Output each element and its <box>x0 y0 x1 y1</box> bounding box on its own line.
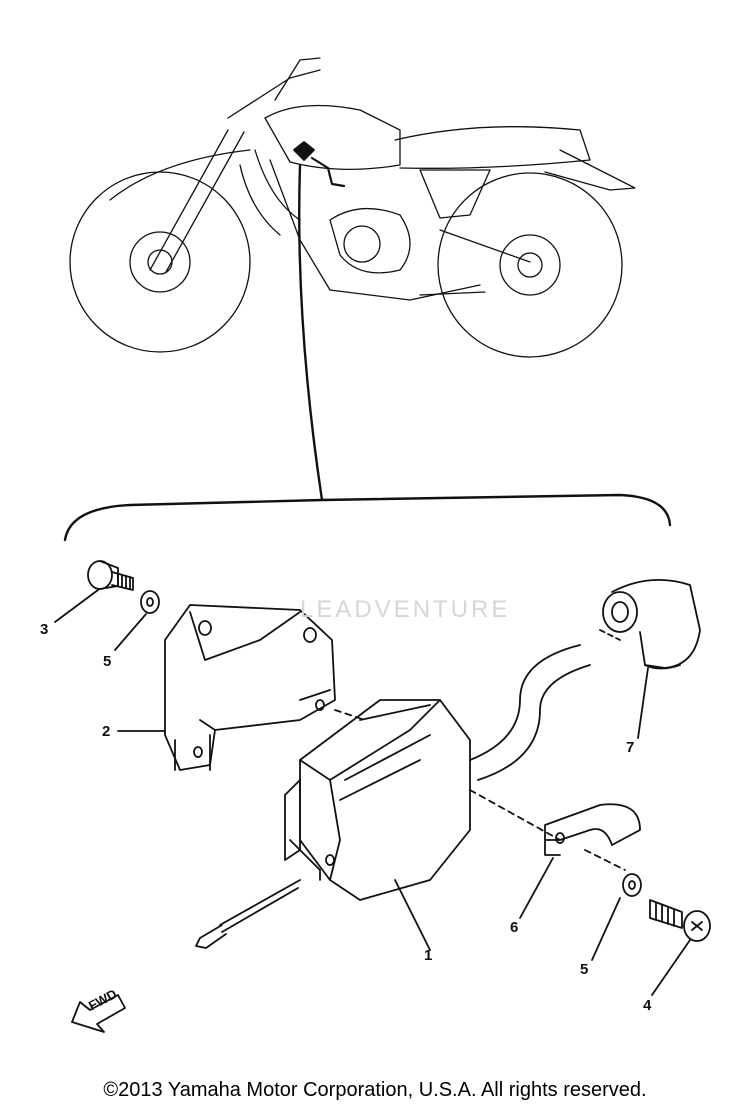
group-brace <box>63 493 672 542</box>
bolt-icon <box>649 899 711 942</box>
clamp-icon <box>544 803 641 856</box>
callout-5-top: 5 <box>103 653 112 670</box>
copyright-notice: ©2013 Yamaha Motor Corporation, U.S.A. A… <box>103 1079 647 1101</box>
motorcycle-illustration <box>69 57 636 358</box>
fwd-arrow-icon <box>71 994 126 1033</box>
callout-4: 4 <box>643 997 652 1014</box>
spark-plug-cap-icon <box>602 578 701 670</box>
callout-5-bottom: 5 <box>580 961 589 978</box>
washer-icon <box>622 873 642 897</box>
leader-line <box>298 163 324 502</box>
ignition-coil-icon <box>195 644 591 949</box>
callout-7: 7 <box>626 739 635 756</box>
bracket-icon <box>164 604 336 771</box>
coil-location-marker <box>293 141 315 161</box>
bolt-icon <box>87 560 134 591</box>
callout-3: 3 <box>40 621 49 638</box>
washer-icon <box>140 590 160 614</box>
callout-2: 2 <box>102 723 111 740</box>
callout-1: 1 <box>424 947 433 964</box>
watermark: LEADVENTURE <box>300 596 511 623</box>
callout-6: 6 <box>510 919 519 936</box>
